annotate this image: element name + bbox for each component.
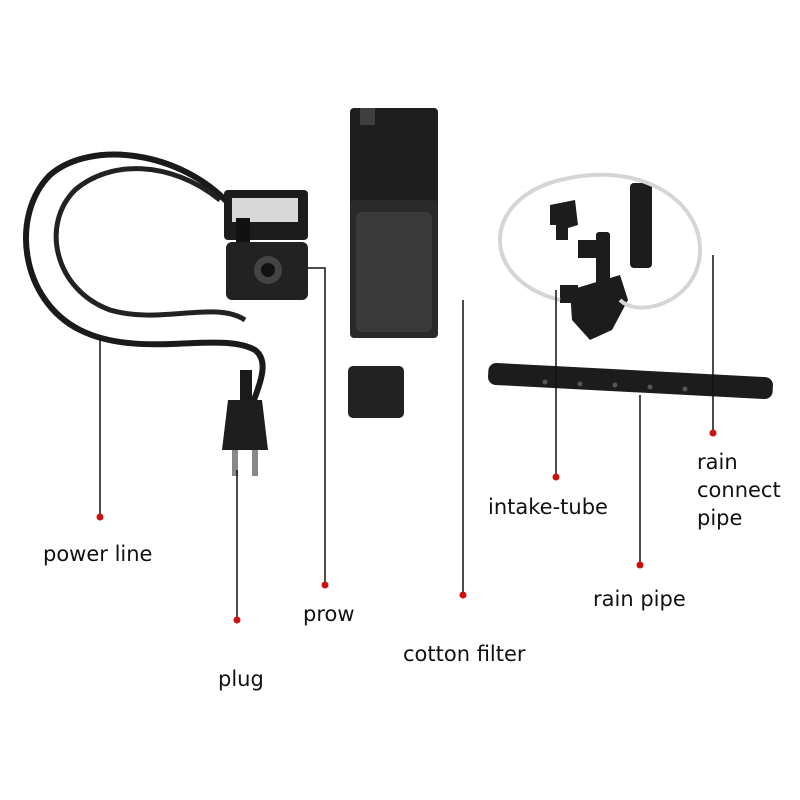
- label-line: connect: [697, 478, 781, 502]
- pump: [224, 190, 308, 300]
- dot-power-line: [96, 513, 104, 521]
- marker-dots: [96, 429, 717, 624]
- leader-prow: [308, 267, 326, 585]
- dot-plug: [233, 616, 241, 624]
- label-rain-connect-pipe: rain connect pipe: [697, 448, 781, 532]
- label-prow: prow: [303, 602, 355, 626]
- power-cable-loop: [53, 166, 247, 323]
- dot-rain-pipe: [636, 561, 644, 569]
- plug: [222, 370, 268, 476]
- clear-tube: [498, 172, 703, 310]
- label-line: pipe: [697, 506, 743, 530]
- leader-lines: [99, 255, 714, 620]
- dot-cotton-filter: [459, 591, 467, 599]
- filter-housing: [348, 108, 438, 418]
- dot-rain-connect-pipe: [709, 429, 717, 437]
- rain-pipe: [488, 362, 773, 400]
- label-rain-pipe: rain pipe: [593, 587, 686, 611]
- label-cotton-filter: cotton filter: [403, 642, 526, 666]
- dot-prow: [321, 581, 329, 589]
- label-power-line: power line: [43, 542, 153, 566]
- power-cable: [23, 151, 266, 431]
- fittings: [550, 183, 652, 340]
- label-plug: plug: [218, 667, 264, 691]
- label-intake-tube: intake-tube: [488, 495, 608, 519]
- dot-intake-tube: [552, 473, 560, 481]
- label-line: rain: [697, 450, 738, 474]
